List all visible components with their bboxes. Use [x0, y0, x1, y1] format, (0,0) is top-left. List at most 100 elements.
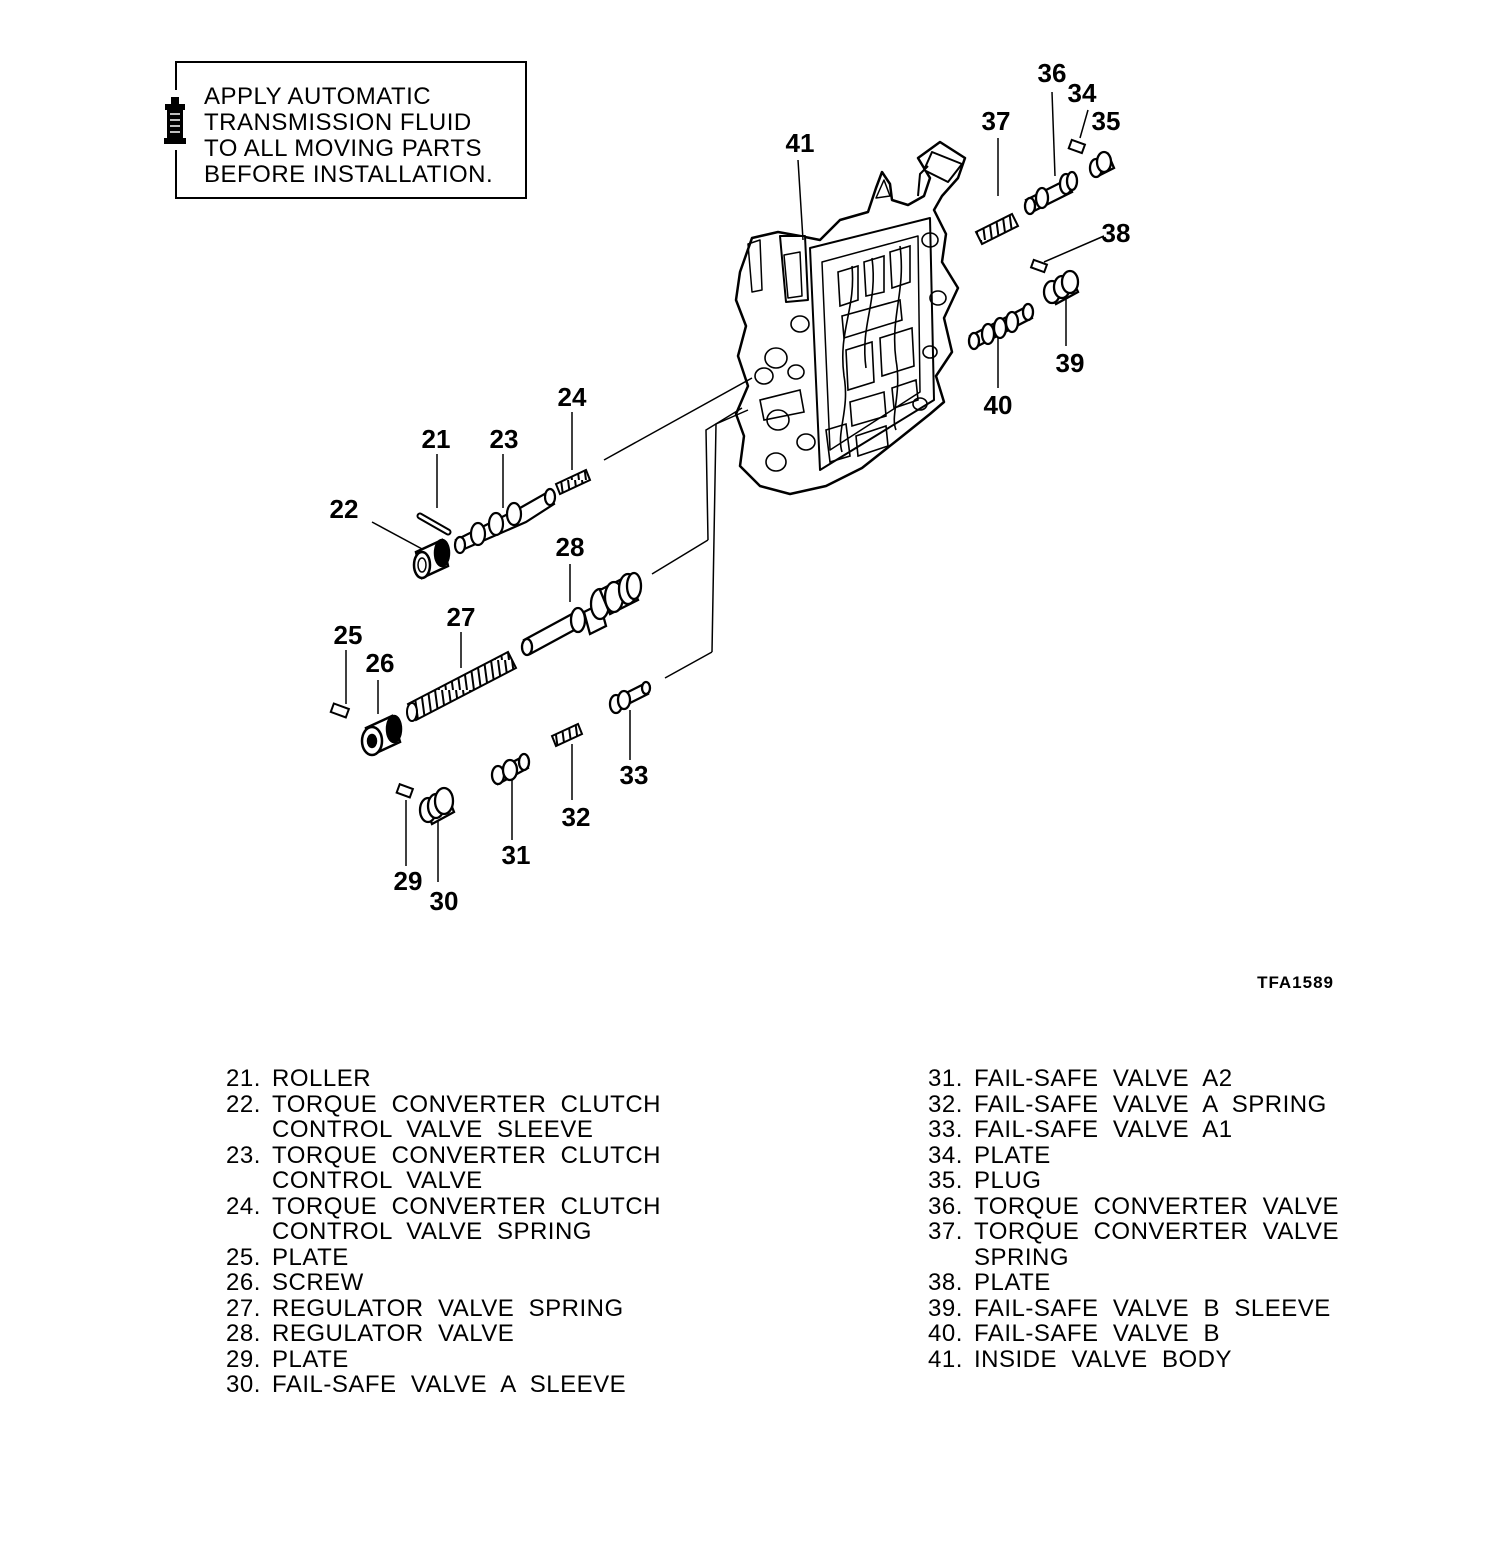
legend-item-number: 34. — [928, 1141, 963, 1169]
callout-21: 21 — [422, 424, 451, 454]
legend-item-number: 35. — [928, 1167, 963, 1194]
legend-item: 35. PLUG — [928, 1168, 1339, 1194]
part-plate-34 — [1067, 138, 1087, 155]
legend-item-number: 27. — [226, 1294, 261, 1322]
legend-item-number: 31. — [928, 1065, 963, 1092]
callout-26: 26 — [366, 648, 395, 678]
valve-body-detail — [754, 232, 947, 472]
legend-item: 32. FAIL-SAFE VALVE A SPRING — [928, 1090, 1339, 1118]
legend-item-number: 33. — [928, 1116, 963, 1143]
legend-item-number: 32. — [928, 1090, 963, 1118]
legend-item-text: TORQUE CONVERTER CLUTCH CONTROL VALVE SP… — [272, 1192, 661, 1245]
part-regulator-valve — [520, 571, 643, 657]
legend-item-text: TORQUE CONVERTER VALVE — [974, 1192, 1339, 1220]
callout-22: 22 — [330, 494, 359, 524]
notice-line-4: BEFORE INSTALLATION. — [204, 161, 493, 188]
legend-item-number: 36. — [928, 1192, 963, 1220]
legend-item-text: PLATE — [974, 1141, 1051, 1169]
exploded-diagram: APPLY AUTOMATIC TRANSMISSION FLUID TO AL… — [164, 58, 1334, 992]
legend-item: 31. FAIL-SAFE VALVE A2 — [928, 1066, 1339, 1092]
callout-33: 33 — [620, 760, 649, 790]
legend-item-text: PLUG — [974, 1167, 1042, 1194]
part-tcc-control-valve-spring — [554, 468, 592, 496]
callout-31: 31 — [502, 840, 531, 870]
notice-line-1: APPLY AUTOMATIC — [204, 83, 431, 110]
part-torque-converter-valve-spring — [974, 212, 1020, 246]
legend-item-text: REGULATOR VALVE SPRING — [272, 1294, 624, 1322]
legend-item-text: REGULATOR VALVE — [272, 1320, 515, 1347]
part-regulator-valve-spring — [406, 650, 518, 722]
part-plate-29 — [395, 782, 415, 799]
legend-item: 27. REGULATOR VALVE SPRING — [226, 1294, 661, 1322]
legend-item-text: FAIL-SAFE VALVE A2 — [974, 1065, 1233, 1092]
callout-35: 35 — [1092, 106, 1121, 136]
legend-item: 33.FAIL-SAFE VALVE A1 — [928, 1117, 1339, 1143]
legend-item-number: 21. — [226, 1065, 261, 1092]
part-roller — [416, 512, 452, 536]
legend-item-number: 28. — [226, 1320, 261, 1347]
part-torque-converter-valve — [1023, 170, 1079, 216]
callout-28: 28 — [556, 532, 585, 562]
legend-item-number: 25. — [226, 1243, 261, 1271]
legend-item: 37.TORQUE CONVERTER VALVE SPRING — [928, 1219, 1339, 1270]
part-plate-25 — [329, 702, 351, 719]
figure-code: TFA1589 — [1257, 973, 1334, 992]
legend-item-text: FAIL-SAFE VALVE B — [974, 1320, 1221, 1347]
legend-item-text: INSIDE VALVE BODY — [974, 1345, 1233, 1373]
notice-box: APPLY AUTOMATIC TRANSMISSION FLUID TO AL… — [164, 61, 527, 199]
legend-item-number: 41. — [928, 1345, 963, 1373]
callout-36: 36 — [1038, 58, 1067, 88]
part-fail-safe-valve-a2 — [490, 752, 531, 786]
legend-item: 41. INSIDE VALVE BODY — [928, 1345, 1339, 1373]
legend-item-text: ROLLER — [272, 1065, 372, 1092]
legend-item-text: TORQUE CONVERTER CLUTCH CONTROL VALVE — [272, 1141, 661, 1194]
callout-labels: 21 22 23 24 25 26 27 28 29 30 31 32 33 3… — [330, 58, 1131, 916]
part-tcc-control-valve-sleeve — [412, 538, 451, 580]
legend-item: 24. TORQUE CONVERTER CLUTCH CONTROL VALVE… — [226, 1192, 661, 1245]
legend-item: 39.FAIL-SAFE VALVE B SLEEVE — [928, 1294, 1339, 1322]
callout-23: 23 — [490, 424, 519, 454]
legend-item-number: 23. — [226, 1141, 261, 1169]
notice-line-2: TRANSMISSION FLUID — [204, 109, 472, 136]
callout-32: 32 — [562, 802, 591, 832]
legend-item-number: 38. — [928, 1269, 963, 1296]
legend-item-text: FAIL-SAFE VALVE A SPRING — [974, 1090, 1327, 1118]
legend-item: 22.TORQUE CONVERTER CLUTCH CONTROL VALVE… — [226, 1091, 661, 1143]
legend-item: 26. SCREW — [226, 1270, 661, 1296]
callout-39: 39 — [1056, 348, 1085, 378]
legend-item-text: TORQUE CONVERTER VALVE SPRING — [974, 1218, 1339, 1271]
callout-37: 37 — [982, 106, 1011, 136]
callout-41: 41 — [786, 128, 815, 158]
callout-24: 24 — [558, 382, 587, 412]
leader-lines — [345, 91, 1105, 882]
part-fail-safe-valve-a1 — [608, 680, 652, 715]
part-fail-safe-valve-b-sleeve — [1042, 269, 1080, 306]
legend-item: 38. PLATE — [928, 1270, 1339, 1296]
legend-item-text: SCREW — [272, 1269, 364, 1296]
part-screw — [360, 714, 403, 757]
parts-legend-right: 31. FAIL-SAFE VALVE A2 32. FAIL-SAFE VALVE … — [928, 1066, 1339, 1372]
legend-item: 21. ROLLER — [226, 1066, 661, 1092]
callout-25: 25 — [334, 620, 363, 650]
legend-item: 30. FAIL-SAFE VALVE A SLEEVE — [226, 1372, 661, 1398]
legend-item-number: 30. — [226, 1371, 261, 1398]
legend-item: 40.FAIL-SAFE VALVE B — [928, 1321, 1339, 1347]
legend-item-text: PLATE — [272, 1243, 349, 1271]
legend-item: 36. TORQUE CONVERTER VALVE — [928, 1192, 1339, 1220]
legend-item-text: FAIL-SAFE VALVE A SLEEVE — [272, 1371, 627, 1398]
callout-40: 40 — [984, 390, 1013, 420]
legend-item-text: PLATE — [974, 1269, 1051, 1296]
legend-item: 25. PLATE — [226, 1243, 661, 1271]
legend-item: 28. REGULATOR VALVE — [226, 1321, 661, 1347]
fluid-bottle-icon — [164, 97, 186, 144]
legend-item-number: 29. — [226, 1345, 261, 1373]
legend-item-number: 24. — [226, 1192, 261, 1220]
legend-item-text: PLATE — [272, 1345, 349, 1373]
part-tcc-control-valve — [453, 487, 557, 555]
legend-item-text: FAIL-SAFE VALVE B SLEEVE — [974, 1294, 1331, 1322]
part-plug — [1088, 150, 1116, 179]
legend-item-number: 26. — [226, 1269, 261, 1296]
part-plate-38 — [1029, 258, 1049, 274]
